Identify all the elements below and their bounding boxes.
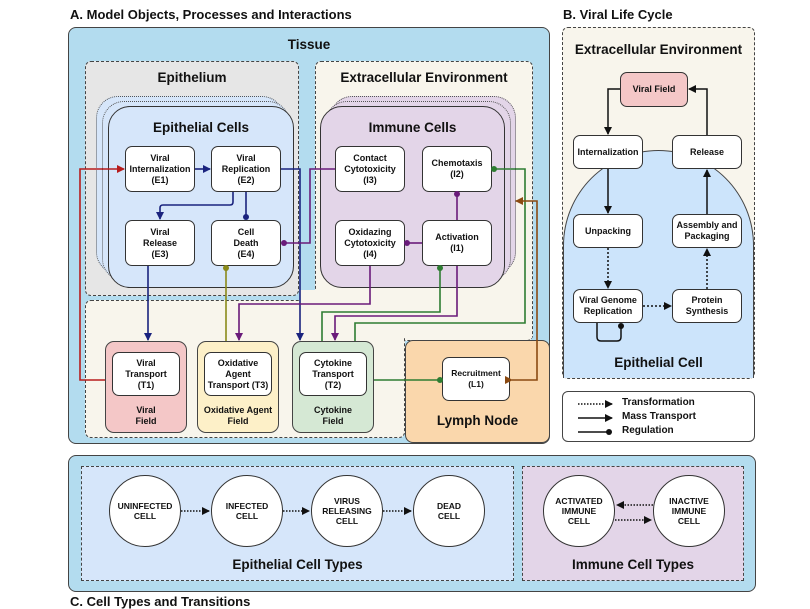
epithelial-types-label: Epithelial Cell Types: [232, 557, 363, 572]
lifecycle-genome-replication[interactable]: Viral Genome Replication: [573, 289, 643, 323]
panel-c-title: C. Cell Types and Transitions: [70, 594, 251, 609]
cytokine-field-label: Cytokine Field: [313, 405, 352, 426]
viral-field: Viral Transport (T1) Viral Field: [105, 341, 187, 433]
process-i2-chemotaxis[interactable]: Chemotaxis (I2): [422, 146, 492, 192]
legend-transformation-label: Transformation: [622, 397, 695, 408]
lifecycle-unpacking[interactable]: Unpacking: [573, 214, 643, 248]
viral-field-label: Viral Field: [135, 405, 157, 426]
legend: [562, 391, 755, 442]
panel-b-cell-label: Epithelial Cell: [614, 355, 703, 370]
legend-regulation-label: Regulation: [622, 425, 674, 436]
cell-type-dead[interactable]: DEAD CELL: [413, 475, 485, 547]
tissue-label: Tissue: [287, 37, 331, 52]
immune-cells-label: Immune Cells: [368, 120, 457, 135]
lymph-node-label: Lymph Node: [436, 413, 519, 428]
extracellular-fill: [300, 290, 532, 338]
lifecycle-release[interactable]: Release: [672, 135, 742, 169]
process-e4-cell-death[interactable]: Cell Death (E4): [211, 220, 281, 266]
panel-b-title: B. Viral Life Cycle: [563, 7, 673, 22]
process-t1-viral-transport[interactable]: Viral Transport (T1): [112, 352, 180, 396]
process-i4-oxidazing-cytotoxicity[interactable]: Oxidazing Cytotoxicity (I4): [335, 220, 405, 266]
cell-type-infected[interactable]: INFECTED CELL: [211, 475, 283, 547]
extracellular-label: Extracellular Environment: [340, 70, 508, 85]
lifecycle-internalization[interactable]: Internalization: [573, 135, 643, 169]
lifecycle-viral-field[interactable]: Viral Field: [620, 72, 688, 107]
process-e1-viral-internalization[interactable]: Viral Internalization (E1): [125, 146, 195, 192]
panel-a-title: A. Model Objects, Processes and Interact…: [70, 7, 352, 22]
process-i3-contact-cytotoxicity[interactable]: Contact Cytotoxicity (I3): [335, 146, 405, 192]
cytokine-field: Cytokine Transport (T2) Cytokine Field: [292, 341, 374, 433]
lifecycle-protein-synthesis[interactable]: Protein Synthesis: [672, 289, 742, 323]
legend-mass-transport-label: Mass Transport: [622, 411, 696, 422]
process-e3-viral-release[interactable]: Viral Release (E3): [125, 220, 195, 266]
cell-type-virus-releasing[interactable]: VIRUS RELEASING CELL: [311, 475, 383, 547]
process-e2-viral-replication[interactable]: Viral Replication (E2): [211, 146, 281, 192]
oxidative-agent-field: Oxidative Agent Transport (T3) Oxidative…: [197, 341, 279, 433]
process-t2-cytokine-transport[interactable]: Cytokine Transport (T2): [299, 352, 367, 396]
process-t3-oxidative-agent-transport[interactable]: Oxidative Agent Transport (T3): [204, 352, 272, 396]
process-i1-activation[interactable]: Activation (I1): [422, 220, 492, 266]
lifecycle-assembly-packaging[interactable]: Assembly and Packaging: [672, 214, 742, 248]
immune-types-label: Immune Cell Types: [571, 557, 695, 572]
epithelium-label: Epithelium: [157, 70, 227, 85]
panel-b-extracellular-label: Extracellular Environment: [574, 42, 743, 57]
cell-type-activated-immune[interactable]: ACTIVATED IMMUNE CELL: [543, 475, 615, 547]
process-l1-recruitment[interactable]: Recruitment (L1): [442, 357, 510, 401]
cell-type-uninfected[interactable]: UNINFECTED CELL: [109, 475, 181, 547]
oxidative-agent-field-label: Oxidative Agent Field: [203, 405, 273, 426]
cell-type-inactive-immune[interactable]: INACTIVE IMMUNE CELL: [653, 475, 725, 547]
epithelial-cells-label: Epithelial Cells: [152, 120, 250, 135]
panel-b-epithelial-cell: [563, 150, 754, 378]
